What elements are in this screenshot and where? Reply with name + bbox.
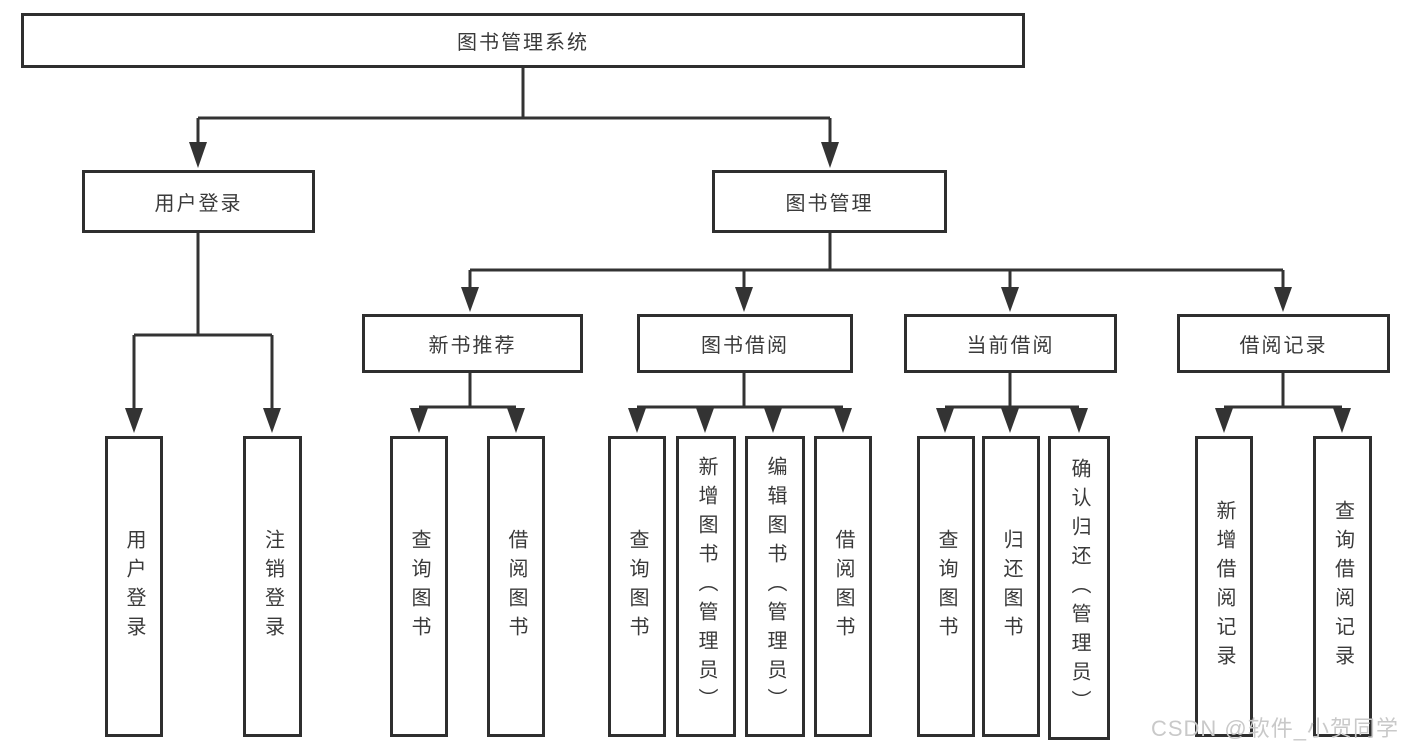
connector-newbook-children [410,373,525,433]
leaf-label: 查询图书 [626,528,648,645]
connector-borrow-children [628,373,852,433]
leaf-label: 归还图书 [1000,528,1022,645]
node-leaf-borrow-query: 查询图书 [608,436,666,737]
leaf-label: 查询图书 [935,528,957,645]
leaf-label: 借阅图书 [505,528,527,645]
node-leaf-newbook-query: 查询图书 [390,436,448,737]
node-leaf-record-query: 查询借阅记录 [1313,436,1372,737]
node-book-borrow: 图书借阅 [637,314,853,373]
node-book-management-branch: 图书管理 [712,170,947,233]
node-user-login-branch: 用户登录 [82,170,315,233]
node-leaf-record-add: 新增借阅记录 [1195,436,1253,737]
leaf-label: 确认归还（管理员） [1068,457,1090,719]
leaf-label: 查询图书 [408,528,430,645]
leaf-label: 用户登录 [123,528,145,645]
connector-record-children [1215,373,1351,433]
node-current-borrow: 当前借阅 [904,314,1117,373]
node-root-system: 图书管理系统 [21,13,1025,68]
leaf-label: 注销登录 [261,528,284,645]
node-leaf-current-query: 查询图书 [917,436,975,737]
connector-book-sections [461,233,1292,312]
leaf-label: 编辑图书（管理员） [764,456,786,717]
leaf-label: 新增图书（管理员） [695,456,717,717]
node-new-book-recommend: 新书推荐 [362,314,583,373]
leaf-label: 借阅图书 [832,528,854,645]
connector-user-children [125,233,281,433]
node-leaf-user-login: 用户登录 [105,436,163,737]
node-leaf-newbook-borrow: 借阅图书 [487,436,545,737]
node-leaf-current-confirm-admin: 确认归还（管理员） [1048,436,1110,740]
node-leaf-borrow-add-admin: 新增图书（管理员） [676,436,736,737]
node-leaf-borrow-book: 借阅图书 [814,436,872,737]
node-leaf-logout: 注销登录 [243,436,302,737]
node-leaf-borrow-edit-admin: 编辑图书（管理员） [745,436,805,737]
node-borrow-record: 借阅记录 [1177,314,1390,373]
leaf-label: 新增借阅记录 [1213,499,1235,674]
node-leaf-current-return: 归还图书 [982,436,1040,737]
leaf-label: 查询借阅记录 [1331,499,1354,674]
connector-root-branches [189,68,839,168]
connector-current-children [936,373,1088,433]
